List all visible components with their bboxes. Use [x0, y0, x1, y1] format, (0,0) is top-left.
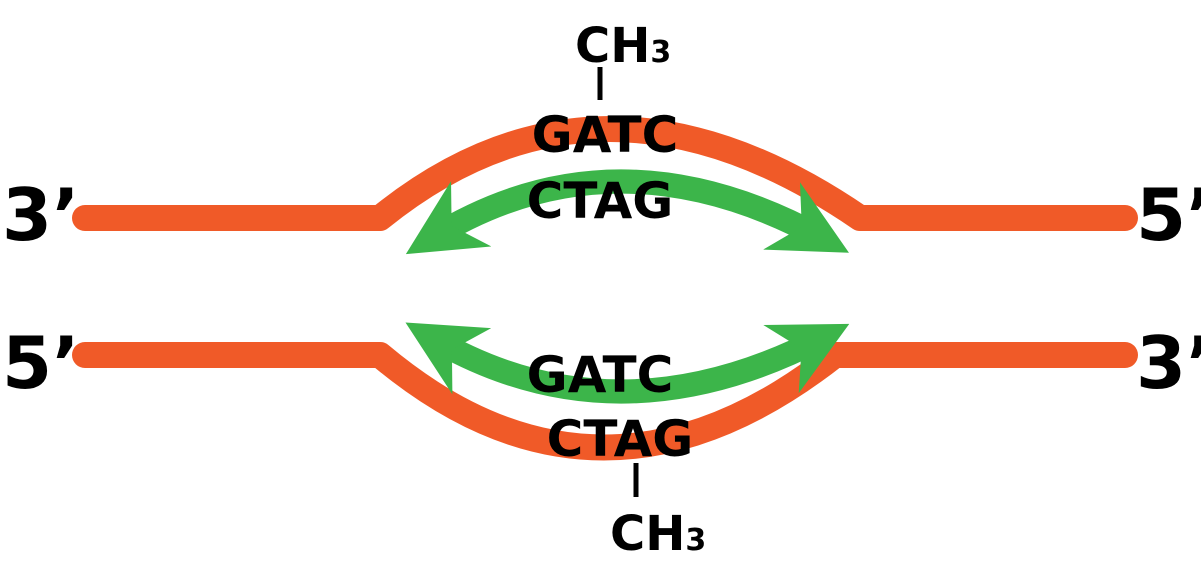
bottom-complement-sequence: GATC [527, 346, 674, 404]
top-complement-sequence: CTAG [527, 172, 674, 230]
bottom-methyl-label: CH3 [610, 506, 706, 562]
bottom-strand-right-end-label: 3’ [1136, 321, 1201, 405]
bottom-strand-sequence: CTAG [547, 410, 694, 468]
top-strand-left-end-label: 3’ [2, 173, 79, 257]
top-double-arrow [405, 169, 849, 255]
top-methyl-base: CH [575, 18, 650, 74]
top-strand-sequence: GATC [532, 106, 679, 164]
top-methyl-label: CH3 [575, 18, 671, 74]
bottom-strand-left-end-label: 5’ [2, 321, 79, 405]
bottom-methyl-subscript: 3 [685, 523, 706, 558]
bottom-double-arrow [405, 322, 850, 404]
bottom-methyl-base: CH [610, 506, 685, 562]
top-strand-right-end-label: 5’ [1136, 173, 1201, 257]
top-methyl-subscript: 3 [650, 35, 671, 70]
